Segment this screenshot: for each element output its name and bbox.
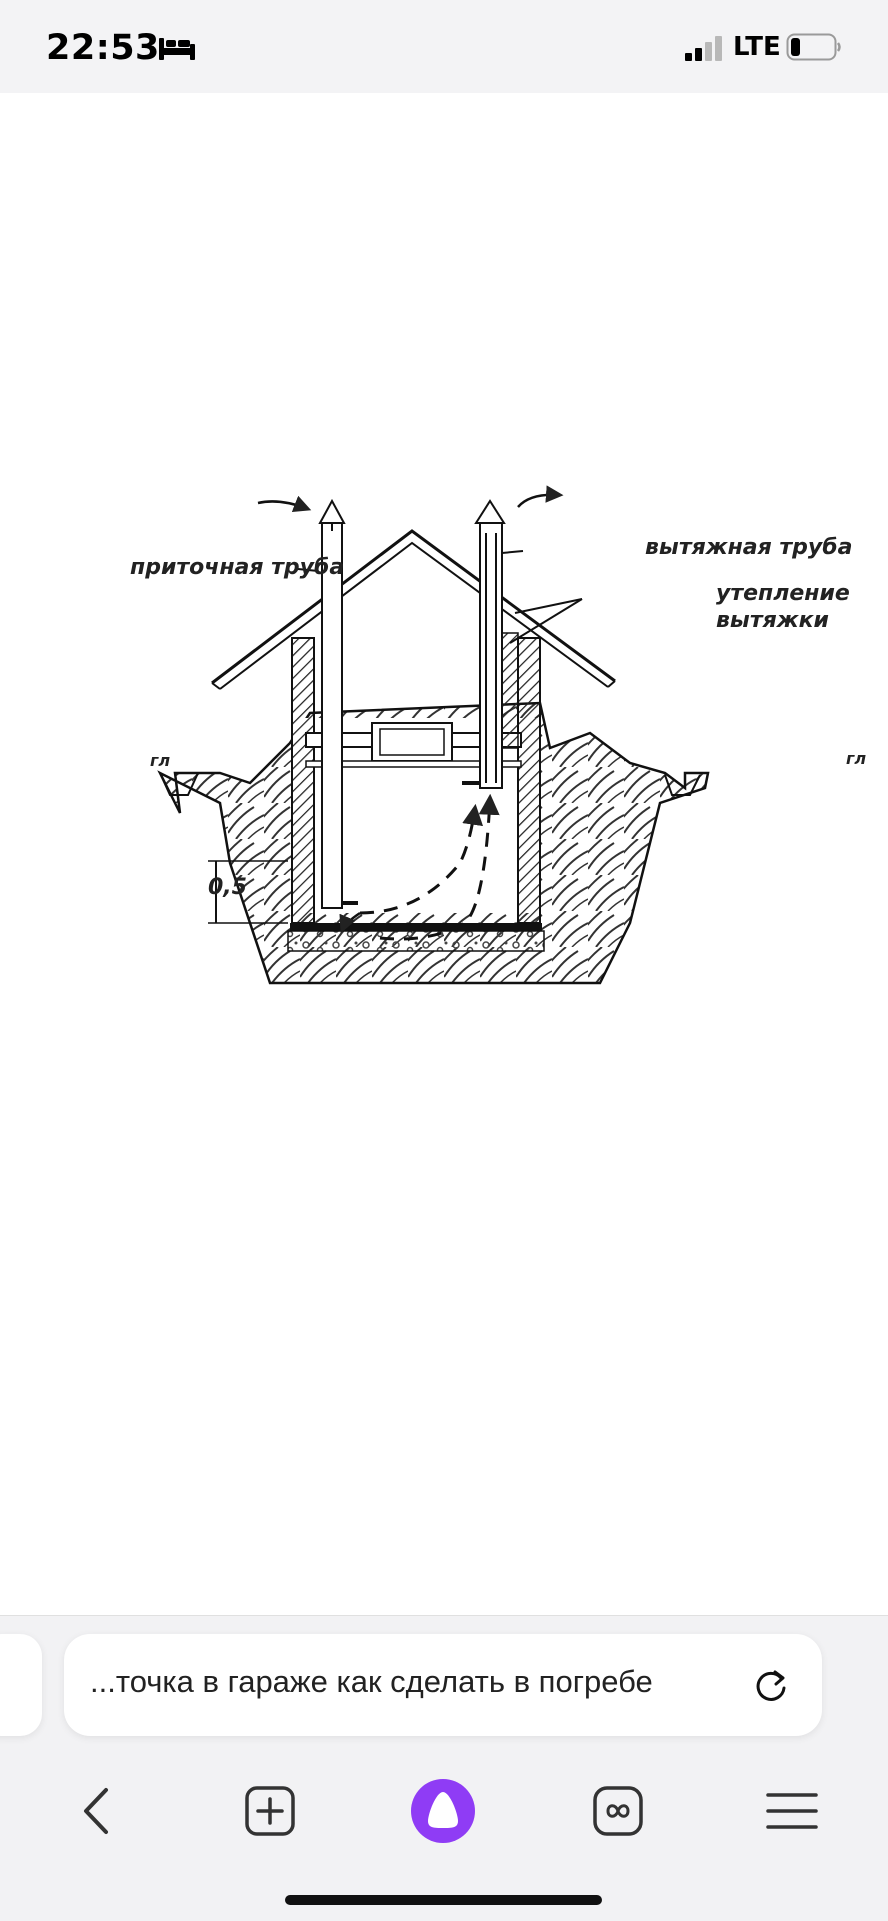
previous-tab-card[interactable] [0, 1634, 42, 1736]
bed-icon [159, 38, 195, 60]
diagram-drawing [157, 485, 710, 985]
home-indicator[interactable] [285, 1895, 602, 1905]
assistant-button[interactable] [403, 1771, 483, 1851]
status-time: 22:53 [46, 28, 160, 68]
battery-icon [786, 33, 841, 61]
status-bar: 22:53 LTE [0, 0, 888, 93]
back-button[interactable] [56, 1771, 136, 1851]
label-supply-pipe: приточная труба [130, 555, 345, 580]
back-icon [84, 1788, 108, 1834]
address-bar-text[interactable]: ...точка в гараже как сделать в погребе [90, 1664, 653, 1699]
signal-icon [685, 36, 722, 61]
assistant-icon [411, 1779, 475, 1843]
cellar-ventilation-diagram: приточная труба вытяжная труба утепление… [120, 443, 888, 1188]
tabs-icon [593, 1786, 643, 1836]
label-exhaust-pipe: вытяжная труба [645, 535, 853, 560]
tabs-button[interactable] [578, 1771, 658, 1851]
new-tab-icon [245, 1786, 295, 1836]
label-insulation-line2: вытяжки [716, 608, 829, 633]
reload-icon[interactable] [751, 1666, 791, 1706]
label-ground-left: гл [150, 751, 171, 770]
menu-icon [766, 1793, 818, 1829]
label-ground-right: гл [846, 749, 867, 768]
network-label: LTE [733, 32, 781, 62]
label-insulation-line1: утепление [716, 581, 850, 606]
image-viewer: приточная труба вытяжная труба утепление… [0, 93, 888, 1615]
label-dimension: 0,5 [208, 875, 247, 900]
address-bar[interactable]: ...точка в гараже как сделать в погребе [64, 1634, 822, 1736]
menu-button[interactable] [752, 1771, 832, 1851]
browser-toolbar [0, 1771, 888, 1861]
browser-bottom-bar: ...точка в гараже как сделать в погребе [0, 1615, 888, 1921]
new-tab-button[interactable] [230, 1771, 310, 1851]
